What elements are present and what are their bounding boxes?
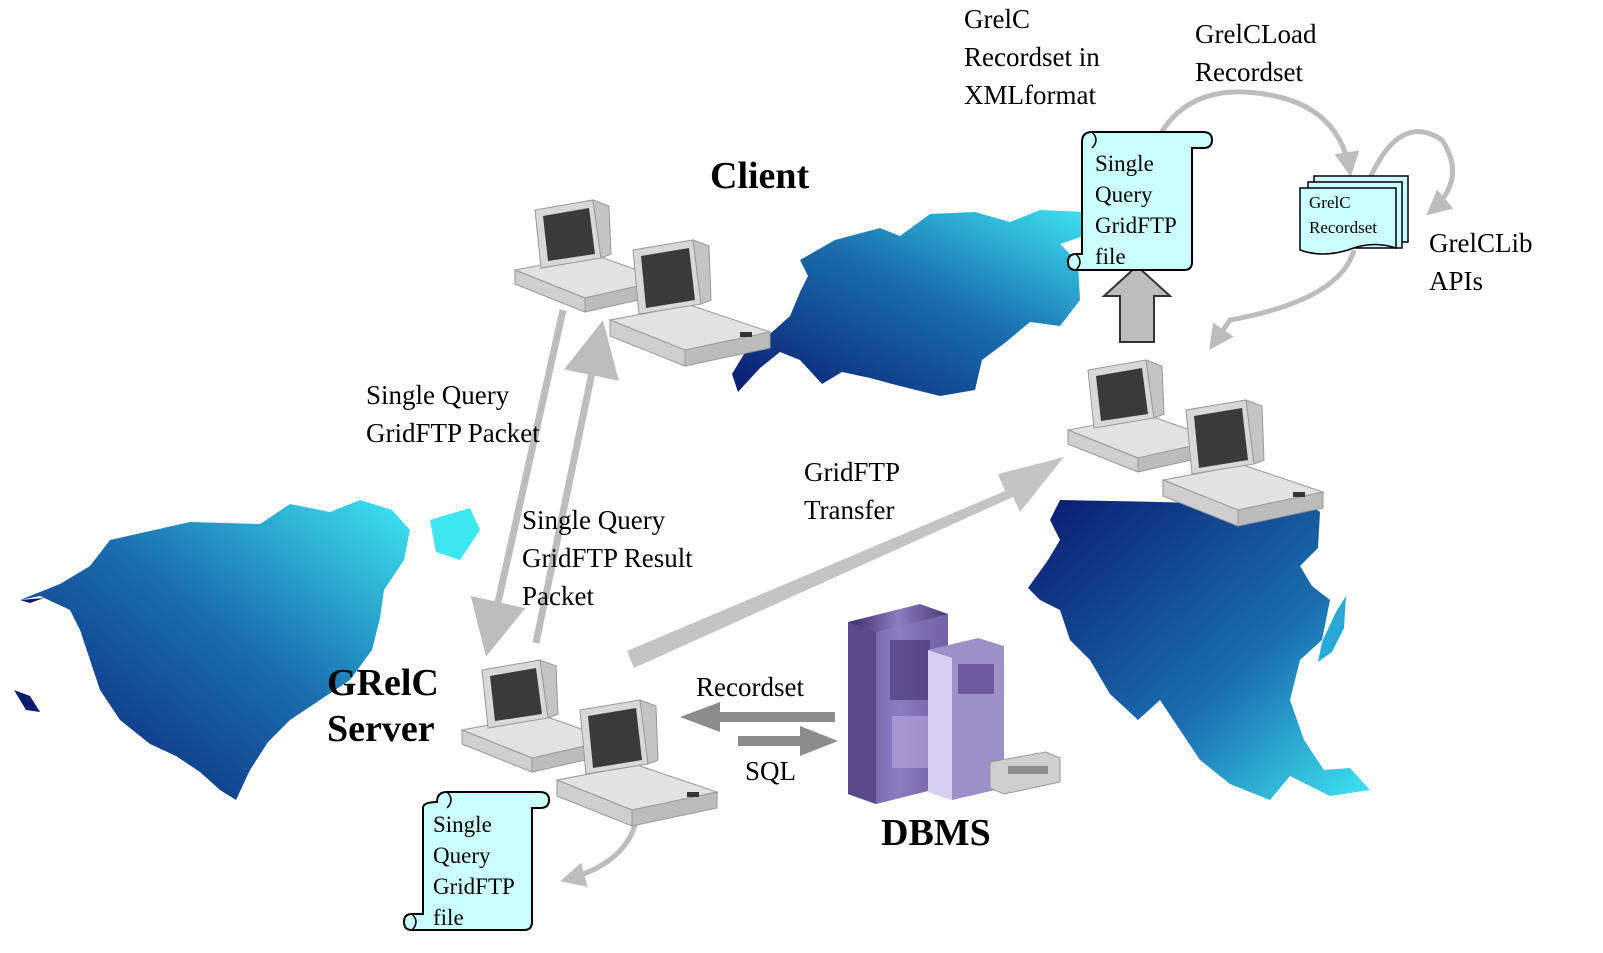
grelcload-recordset-label: GrelCLoad Recordset [1195,19,1317,87]
sql-arrow-label: SQL [745,756,797,786]
gridftp-transfer-label: GridFTP Transfer [804,457,901,525]
single-query-packet-label: Single Query GridFTP Packet [366,380,540,448]
single-query-result-label: Single Query GridFTP Result Packet [522,505,693,611]
recordset-arrow-label: Recordset [696,672,804,702]
grelclib-apis-label: GrelCLib APIs [1429,228,1533,296]
recordset-doc-text: GrelC Recordset [1309,193,1377,237]
europe-map-icon [732,210,1095,396]
arrow-result-packet [532,320,619,644]
arrow-grelcload [1155,89,1360,177]
arrow-sql [738,726,838,756]
arrow-recordset-to-machine [1209,249,1357,351]
alaska-tail [20,598,44,603]
arrow-recordset [680,702,835,732]
arrow-up-hollow [1101,264,1173,343]
north-america-map-icon [20,500,410,800]
japan-islands [1318,596,1346,662]
grelc-server-label: GRelC Server [327,662,439,750]
grelc-recordset-xml-label: GrelC Recordset in XMLformat [964,4,1100,110]
server-file-text: Single Query GridFTP file [433,812,515,930]
dbms-label: DBMS [881,812,991,854]
hawaii-islands [14,690,40,712]
greenland [430,508,480,560]
asia-map-icon [1028,498,1370,800]
client-label: Client [710,155,810,197]
mainframe-server-icon [848,604,1061,804]
arrow-grelclib-loop [1367,129,1456,216]
scroll-document-icon [402,791,551,931]
document-stack-icon [1299,175,1409,255]
scroll-document-icon [1066,131,1214,271]
arrow-query-packet [470,309,567,657]
client-file-text: Single Query GridFTP file [1095,151,1177,269]
arrow-gridftp-transfer [627,457,1064,668]
